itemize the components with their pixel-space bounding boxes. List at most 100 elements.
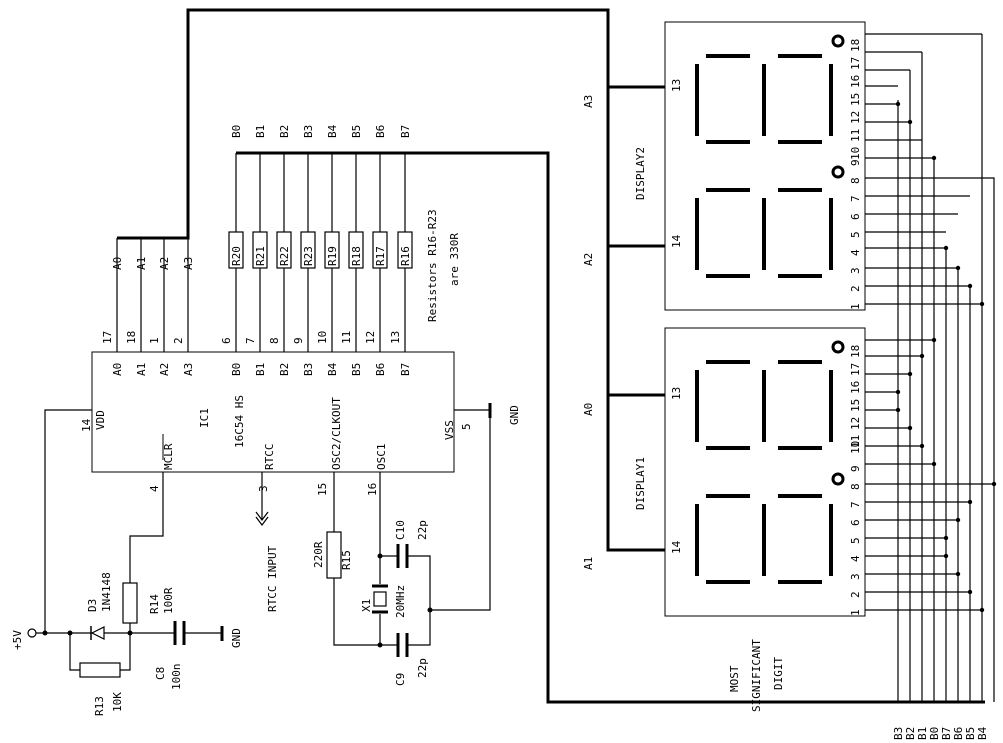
display2: 13 14 DISPLAY2 18 17 16 15 12 11 10 9 8 …	[634, 21, 866, 311]
pin-name: B1	[254, 363, 267, 376]
display1-dp-bottom	[831, 472, 845, 486]
pin-number: 6	[220, 337, 233, 344]
a-label: A3	[182, 257, 195, 270]
display2-dp-bottom	[831, 165, 845, 179]
msd-note-line2: SIGNIFICANT	[750, 639, 763, 712]
display1-dp-top	[831, 340, 845, 354]
display1-body	[664, 327, 866, 617]
crystal-x1-body	[373, 591, 387, 607]
resistor-r20	[228, 231, 244, 269]
r15-ref: R15	[340, 550, 353, 570]
resistor-note-line2: are 330R	[448, 233, 461, 286]
r13-ref: R13	[93, 696, 106, 716]
pin-name: B2	[278, 363, 291, 376]
display1-pin14: 14	[670, 540, 683, 554]
pin-number: 5	[849, 231, 862, 238]
a-label: A1	[135, 257, 148, 270]
resistor-label: R22	[278, 246, 291, 266]
pin-number: 7	[244, 337, 257, 344]
bus-b-wire	[236, 151, 985, 704]
supply-label: +5V	[11, 630, 24, 650]
display2-bottom-side-label: A2	[582, 253, 595, 266]
pin-number: 18	[125, 331, 138, 344]
pin-number: 10	[849, 147, 862, 160]
supply-terminal	[27, 628, 37, 638]
display2-top-side-label: A3	[582, 95, 595, 108]
b-label: B4	[326, 124, 339, 138]
pin-number: 12	[849, 417, 862, 430]
ic1-ref: IC1	[198, 408, 211, 428]
r15-value: 220R	[312, 541, 325, 568]
display1-pin13: 13	[670, 387, 683, 400]
display1-bottom-side-label: A1	[582, 557, 595, 570]
pin-number: 4	[849, 555, 862, 562]
bottom-bus-label: B1	[916, 727, 929, 740]
ic-top-pin-numbers: 17 18 1 2 6 7 8 9 10 11 12 13	[101, 331, 402, 344]
pin-number-osc2: 15	[316, 483, 329, 496]
b-resistors: R20 R21 R22 R23 R19 R18 R17 R16	[228, 231, 413, 269]
resistor-r17	[372, 231, 388, 269]
b-label: B5	[350, 125, 363, 138]
ic1-part: 16C54 HS	[233, 395, 246, 448]
pin-number-mclr: 4	[148, 485, 161, 492]
c8-value: 100n	[170, 664, 183, 691]
pin-name-osc2: OSC2/CLKOUT	[330, 397, 343, 470]
pin-number: 11	[849, 129, 862, 142]
pin-name: B6	[374, 363, 387, 376]
bus-a-wire	[117, 8, 665, 552]
pin-number: 13	[389, 331, 402, 344]
pin-number: 8	[268, 337, 281, 344]
pin-name: B7	[399, 363, 412, 376]
resistor-r22	[276, 231, 292, 269]
pin-number: 6	[849, 213, 862, 220]
resistor-r14	[122, 582, 138, 624]
vss-wire	[430, 409, 491, 611]
pin-number: 6	[849, 519, 862, 526]
pin-number: 1	[849, 609, 862, 616]
bottom-bus-label: B6	[952, 727, 965, 740]
pin-name: A3	[182, 363, 195, 376]
x1-ref: X1	[360, 599, 373, 612]
pin-number-vdd: 14	[80, 418, 93, 432]
a-line-labels: A0 A1 A2 A3	[111, 257, 195, 270]
display2-body	[664, 21, 866, 311]
b-label: B2	[278, 125, 291, 138]
resistor-label: R23	[302, 246, 315, 266]
pin-number: 3	[849, 267, 862, 274]
pin-number: 7	[849, 195, 862, 202]
pin-number: 10	[316, 331, 329, 344]
display1-label: DISPLAY1	[634, 457, 647, 510]
pin-number: 18	[849, 345, 862, 358]
a-label: A0	[111, 257, 124, 270]
pin-number: 11	[849, 435, 862, 448]
bottom-bus-label: B2	[904, 727, 917, 740]
pin-number-vss: 5	[460, 423, 473, 430]
resistor-label: R21	[254, 246, 267, 266]
pin-number: 15	[849, 93, 862, 106]
msd-note-line3: DIGIT	[772, 657, 785, 690]
pin-number: 5	[849, 537, 862, 544]
b-label: B3	[302, 125, 315, 138]
pin-name-osc1: OSC1	[375, 444, 388, 471]
resistor-label: R20	[230, 246, 243, 266]
display1: 13 14 DISPLAY1 18 17 16 15 12 11 10 9 8 …	[634, 327, 866, 617]
pin-number: 2	[849, 591, 862, 598]
pin-number: 11	[340, 331, 353, 344]
pin-number: 2	[172, 337, 185, 344]
b-line-labels: B0 B1 B2 B3 B4 B5 B6 B7	[230, 124, 412, 138]
r13-value: 10K	[111, 692, 124, 712]
resistor-r21	[252, 231, 268, 269]
pin-name-mclr: MCLR	[162, 443, 175, 470]
pin-number: 18	[849, 39, 862, 52]
pin-number: 8	[849, 177, 862, 184]
pin-name: A2	[158, 363, 171, 376]
resistor-label: R17	[374, 246, 387, 266]
pin-number: 16	[849, 75, 862, 88]
resistor-r18	[348, 231, 364, 269]
display2-label: DISPLAY2	[634, 147, 647, 200]
msd-note-line1: MOST	[728, 665, 741, 692]
resistor-label: R16	[399, 246, 412, 266]
pin-number: 17	[849, 363, 862, 376]
pin-number: 8	[849, 483, 862, 490]
pin-number: 16	[849, 381, 862, 394]
